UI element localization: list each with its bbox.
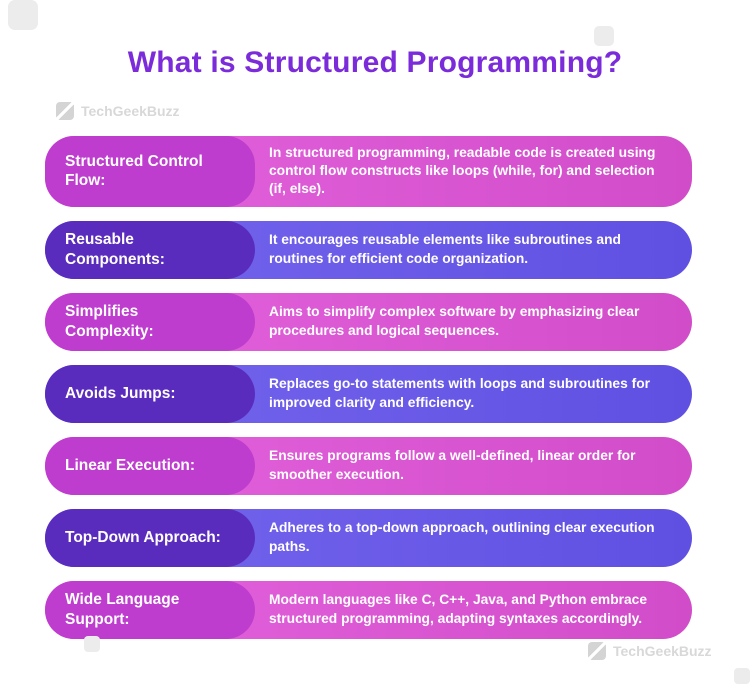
row-description: Aims to simplify complex software by emp… [269, 304, 640, 338]
info-row-linear-execution: Linear Execution: Ensures programs follo… [45, 436, 692, 495]
watermark-bottom: TechGeekBuzz [588, 642, 712, 660]
row-description: In structured programming, readable code… [269, 145, 656, 197]
row-label: Structured Control Flow: [45, 136, 255, 207]
info-row-wide-language-support: Wide Language Support: Modern languages … [45, 580, 692, 639]
row-label: Avoids Jumps: [45, 364, 255, 423]
row-description: Modern languages like C, C++, Java, and … [269, 592, 648, 626]
row-label: Wide Language Support: [45, 580, 255, 639]
row-label: Linear Execution: [45, 436, 255, 495]
info-rows: Structured Control Flow: In structured p… [45, 136, 692, 639]
techgeekbuzz-logo-icon [588, 642, 606, 660]
watermark-label: TechGeekBuzz [613, 643, 712, 659]
row-description: Ensures programs follow a well-defined, … [269, 448, 636, 482]
decor-square-bottom-right [734, 668, 750, 684]
info-row-simplifies-complexity: Simplifies Complexity: Aims to simplify … [45, 292, 692, 351]
info-row-top-down-approach: Top-Down Approach: Adheres to a top-down… [45, 508, 692, 567]
decor-square-top-left [8, 0, 38, 30]
techgeekbuzz-logo-icon [56, 102, 74, 120]
page-title: What is Structured Programming? [127, 46, 623, 79]
info-row-avoids-jumps: Avoids Jumps: Replaces go-to statements … [45, 364, 692, 423]
row-description: It encourages reusable elements like sub… [269, 232, 621, 266]
decor-square-top-right [594, 26, 614, 46]
watermark-label: TechGeekBuzz [81, 103, 180, 119]
info-row-reusable-components: Reusable Components: It encourages reusa… [45, 220, 692, 279]
row-description: Adheres to a top-down approach, outlinin… [269, 520, 655, 554]
decor-square-bottom-left [84, 636, 100, 652]
watermark-top: TechGeekBuzz [56, 102, 180, 120]
row-label: Top-Down Approach: [45, 508, 255, 567]
row-description: Replaces go-to statements with loops and… [269, 376, 650, 410]
info-row-structured-control-flow: Structured Control Flow: In structured p… [45, 136, 692, 207]
row-label: Reusable Components: [45, 220, 255, 279]
row-label: Simplifies Complexity: [45, 292, 255, 351]
